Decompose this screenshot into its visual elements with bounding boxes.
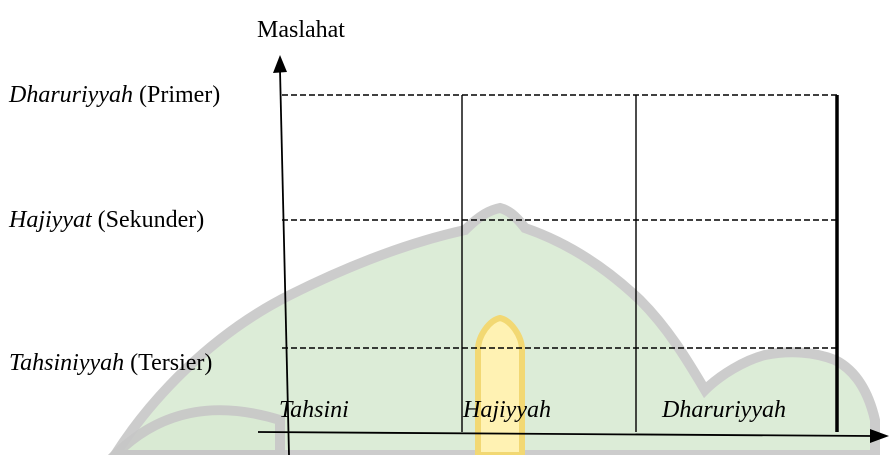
x-axis-arrowhead bbox=[870, 429, 889, 443]
mosque-dome-watermark bbox=[107, 202, 880, 455]
column-dividers bbox=[461, 95, 839, 432]
axes bbox=[257, 55, 889, 455]
column-label-dharuriyyah: Dharuriyyah bbox=[662, 397, 786, 423]
minaret-shape bbox=[475, 314, 525, 455]
level-label-dharuriyyah: Dharuriyyah (Primer) bbox=[9, 81, 220, 109]
level-gloss: (Tersier) bbox=[130, 350, 213, 376]
level-label-hajiyyat: Hajiyyat (Sekunder) bbox=[9, 206, 204, 234]
y-axis-label: Maslahat bbox=[257, 17, 345, 43]
y-axis-arrowhead bbox=[273, 55, 287, 73]
small-left-dome-shape bbox=[107, 405, 285, 455]
level-gloss: (Sekunder) bbox=[97, 207, 205, 233]
level-gloss: (Primer) bbox=[138, 82, 221, 108]
level-term: Tahsiniyyah bbox=[9, 350, 125, 376]
y-axis-line bbox=[279, 69, 290, 455]
column-label-hajiyyah: Hajiyyah bbox=[463, 397, 551, 423]
column-label-tahsini: Tahsini bbox=[279, 397, 349, 423]
level-term: Hajiyyat bbox=[9, 207, 92, 233]
level-term: Dharuriyyah bbox=[9, 82, 133, 108]
x-axis-line bbox=[257, 431, 873, 437]
level-lines bbox=[282, 94, 838, 349]
level-label-tahsiniyyah: Tahsiniyyah (Tersier) bbox=[9, 349, 212, 377]
